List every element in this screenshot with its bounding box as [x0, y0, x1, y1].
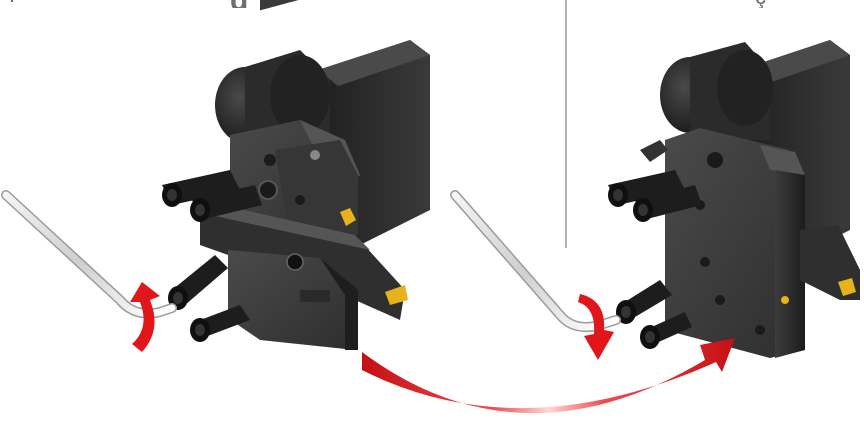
left-upper-bolts — [162, 170, 262, 222]
right-tool-assembly — [450, 40, 860, 360]
curved-arrow-up-icon — [130, 282, 160, 352]
heading-right: ç — [755, 0, 785, 8]
left-tool-assembly — [1, 0, 430, 352]
right-upper-bolts — [608, 170, 702, 222]
curved-arrow-down-icon — [578, 294, 614, 360]
sweep-arrow-right-icon — [362, 338, 735, 414]
right-loose-bolts — [616, 280, 692, 349]
heading-left: g — [230, 0, 340, 8]
heading-left-fragment: ç — [10, 0, 21, 2]
left-loose-bolts — [168, 255, 250, 342]
